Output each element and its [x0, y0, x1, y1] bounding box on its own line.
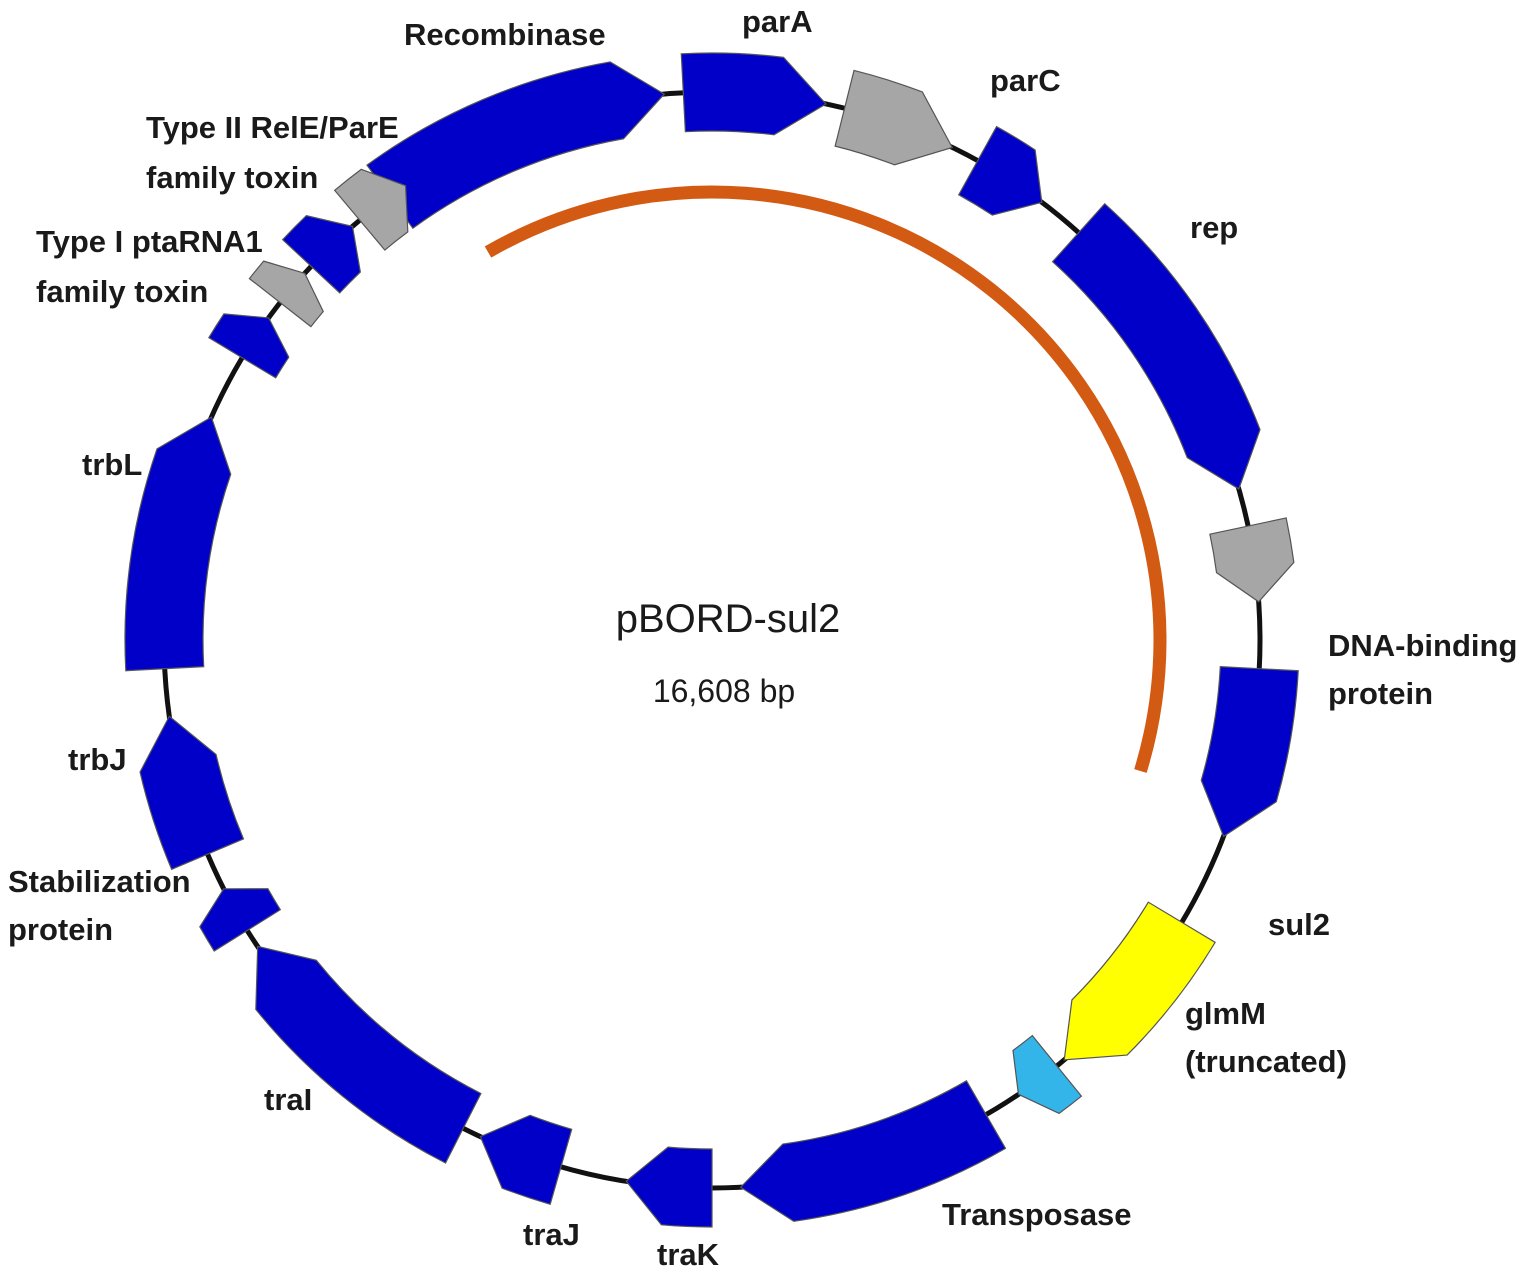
label-type-ii-toxin-line1: Type II RelE/ParE	[146, 110, 399, 145]
label-type-i-toxin-line2: family toxin	[36, 274, 208, 309]
label-dna-binding-line1: DNA-binding	[1328, 628, 1517, 663]
plasmid-size: 16,608 bp	[653, 673, 795, 709]
plasmid-name: pBORD-sul2	[616, 597, 841, 641]
label-transposase: Transposase	[942, 1197, 1132, 1232]
gene-arrow-hyp-4	[333, 168, 409, 251]
gene-arrow-trbJ	[139, 715, 245, 871]
label-sul2: sul2	[1268, 907, 1330, 942]
gene-arrow-trbL	[124, 416, 232, 672]
gene-labels: Recombinase parA parC rep DNA-binding pr…	[8, 4, 1517, 1272]
gene-arrow-hyp-3	[248, 260, 324, 328]
gene-arrow-dna-binding	[1200, 666, 1299, 838]
region-arc	[484, 185, 1167, 773]
gene-arrow-stabilization	[199, 888, 282, 952]
label-parC: parC	[990, 63, 1061, 98]
gene-arrow-transposase	[739, 1079, 1007, 1222]
label-traI: traI	[264, 1082, 312, 1117]
label-trbJ: trbJ	[68, 742, 127, 777]
label-rep: rep	[1190, 210, 1238, 245]
label-type-ii-toxin-line2: family toxin	[146, 160, 318, 195]
gene-arrow-traJ	[479, 1114, 573, 1206]
gene-arrow-parA	[680, 52, 827, 136]
label-stabilization-line1: Stabilization	[8, 864, 191, 899]
label-stabilization-line2: protein	[8, 912, 113, 947]
label-glmM-line1: glmM	[1185, 996, 1266, 1031]
label-dna-binding-line2: protein	[1328, 676, 1433, 711]
label-type-i-toxin-line1: Type I ptaRNA1	[36, 224, 263, 259]
gene-arrow-sul2	[1063, 901, 1216, 1061]
gene-arrow-hyp-2	[1209, 517, 1295, 603]
gene-arrow-glmM	[1012, 1034, 1083, 1115]
gene-arrow-type-ii-toxin	[281, 214, 361, 294]
label-traJ: traJ	[523, 1217, 580, 1252]
label-parA: parA	[742, 4, 813, 39]
gene-arrow-rep	[1051, 202, 1261, 490]
label-glmM-line2: (truncated)	[1185, 1044, 1347, 1079]
gene-arrow-hyp-1	[834, 69, 954, 166]
label-trbL: trbL	[82, 447, 142, 482]
label-recombinase: Recombinase	[404, 17, 606, 52]
gene-arrow-type-i-toxin	[208, 313, 290, 379]
gene-arrow-traI	[255, 945, 482, 1164]
gene-arrow-recombinase	[366, 61, 666, 230]
gene-arrow-traK	[625, 1146, 713, 1228]
gene-features	[124, 52, 1299, 1228]
gene-arrow-parC	[957, 125, 1043, 216]
label-traK: traK	[657, 1237, 720, 1272]
